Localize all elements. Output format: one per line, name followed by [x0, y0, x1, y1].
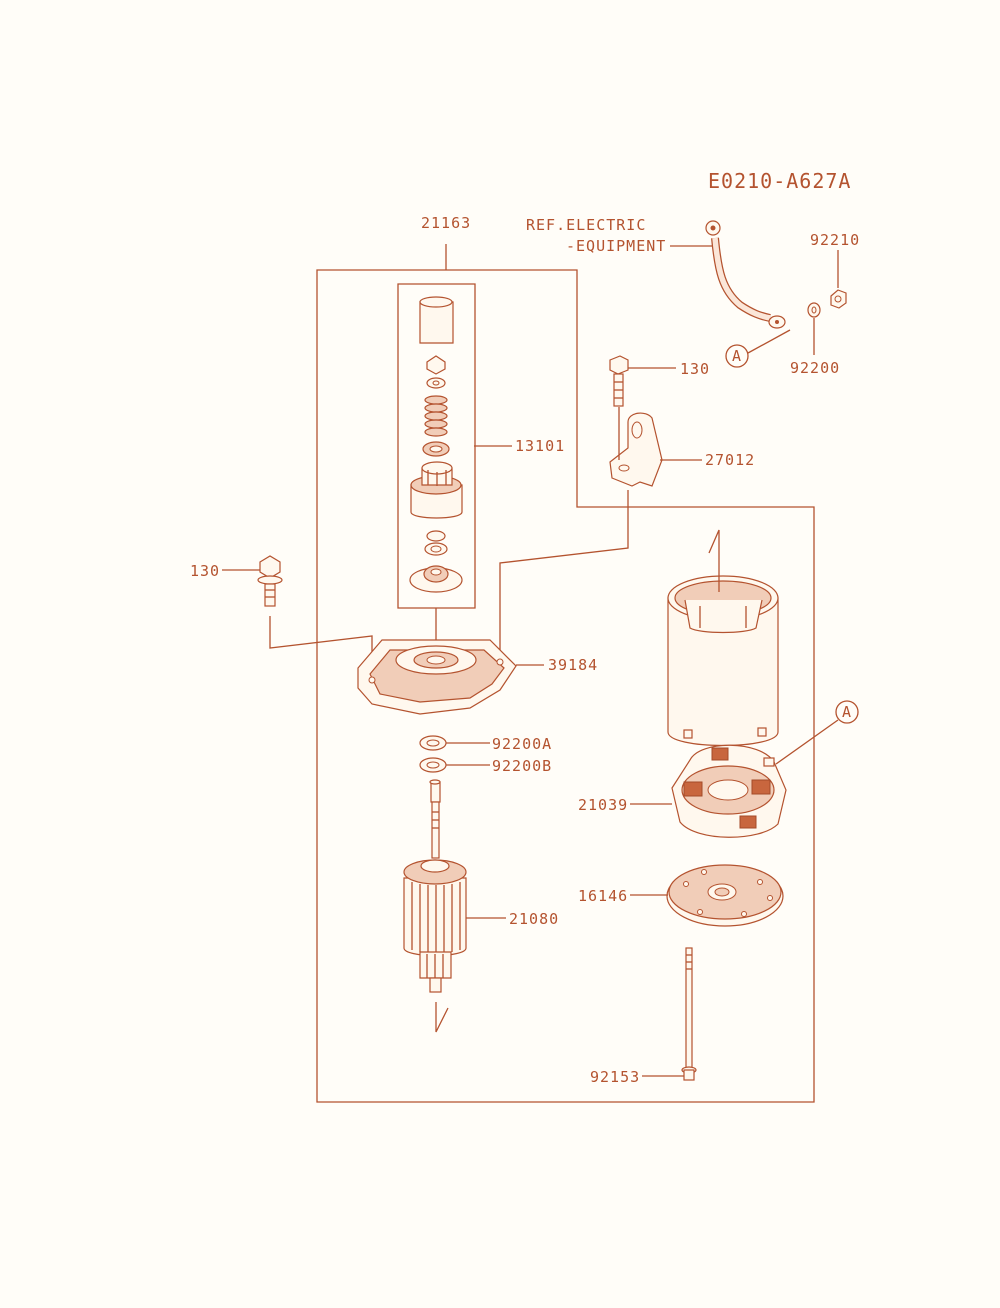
- ref-note-line1: REF.ELECTRIC: [526, 216, 646, 234]
- assembly-line-bolt-left: [269, 616, 373, 670]
- label-21163[interactable]: 21163: [421, 214, 471, 232]
- washer-92200b[interactable]: [419, 757, 447, 773]
- callout-a-top[interactable]: [725, 344, 749, 368]
- label-92200b[interactable]: 92200B: [492, 757, 552, 775]
- ref-note-line2: -EQUIPMENT: [566, 237, 666, 255]
- bracket-27012[interactable]: [609, 412, 663, 487]
- armature-21080[interactable]: [403, 779, 467, 993]
- assembly-line-bracket: [499, 490, 629, 650]
- end-plate-16146[interactable]: [666, 864, 784, 927]
- bolt-130-top[interactable]: [609, 355, 629, 407]
- brush-holder-21039[interactable]: [671, 744, 787, 838]
- leader-callout-a-right: [775, 719, 839, 765]
- yoke-housing[interactable]: [667, 575, 779, 747]
- label-130-top[interactable]: 130: [680, 360, 710, 378]
- label-92200a[interactable]: 92200A: [492, 735, 552, 753]
- kit-frame-13101: [397, 283, 476, 609]
- washer-92200a[interactable]: [419, 735, 447, 751]
- assembly-frame: [316, 269, 815, 1103]
- callout-a-right-letter: A: [842, 703, 852, 721]
- assembly-arrow-yoke: [708, 529, 720, 592]
- label-130-left[interactable]: 130: [190, 562, 220, 580]
- drive-kit-13101[interactable]: [409, 296, 463, 593]
- label-92153[interactable]: 92153: [590, 1068, 640, 1086]
- diagram-code: E0210-A627A: [708, 169, 851, 193]
- battery-cable[interactable]: [705, 220, 786, 329]
- nut-92210[interactable]: [830, 289, 847, 309]
- callout-a-top-letter: A: [732, 347, 742, 365]
- label-16146[interactable]: 16146: [578, 887, 628, 905]
- washer-92200[interactable]: [807, 302, 821, 318]
- callout-a-right[interactable]: [835, 700, 859, 724]
- label-21039[interactable]: 21039: [578, 796, 628, 814]
- label-13101[interactable]: 13101: [515, 437, 565, 455]
- label-92200[interactable]: 92200: [790, 359, 840, 377]
- assembly-arrow-bottom: [435, 1002, 449, 1033]
- leader-callout-a-top: [747, 329, 791, 354]
- label-27012[interactable]: 27012: [705, 451, 755, 469]
- through-bolt-92153[interactable]: [681, 947, 697, 1081]
- label-92210[interactable]: 92210: [810, 231, 860, 249]
- label-39184[interactable]: 39184: [548, 656, 598, 674]
- front-bracket-39184[interactable]: [357, 639, 517, 715]
- label-21080[interactable]: 21080: [509, 910, 559, 928]
- bolt-130-left[interactable]: [257, 555, 283, 607]
